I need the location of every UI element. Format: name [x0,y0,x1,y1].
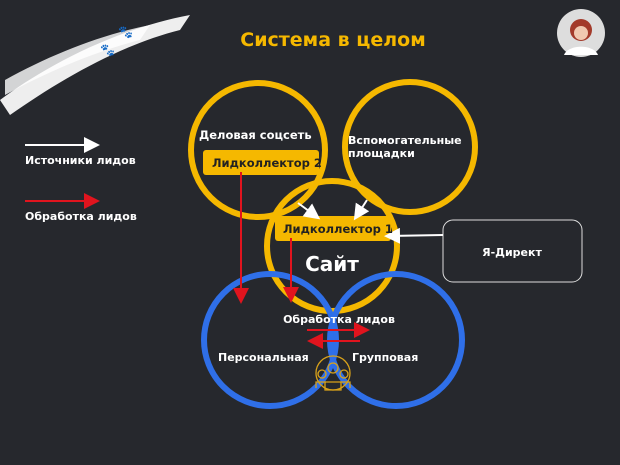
business-social-circle [188,80,328,220]
group-label: Групповая [352,351,418,364]
auxiliary-label-2: площадки [348,147,415,160]
avatar [557,9,605,57]
paw-icon: 🐾 [118,25,133,39]
legend-sources-label: Источники лидов [25,154,136,167]
site-circle [264,178,400,314]
yandex-direct-label: Я-Директ [482,246,542,259]
personal-label: Персональная [218,351,309,364]
auxiliary-circle [342,79,478,215]
site-label: Сайт [305,252,359,276]
lead-collector-1-label: Лидколлектор 1 [283,222,393,236]
auxiliary-label: Вспомогательные [348,134,462,147]
brush-decoration: 🐾 🐾 [0,15,190,115]
yandex-direct-box[interactable] [442,219,583,283]
team-icon [315,355,351,391]
lead-processing-label: Обработка лидов [283,313,395,326]
page-title: Система в целом [240,29,426,51]
lead-collector-2-label: Лидколлектор 2 [212,156,322,170]
source-arrow [353,199,370,221]
source-arrow [384,227,444,244]
business-social-label: Деловая соцсеть [199,128,312,142]
source-arrow [297,202,321,220]
lead-collector-2-box [203,150,319,175]
legend-processing-label: Обработка лидов [25,210,137,223]
lead-collector-1-box [275,216,391,241]
paw-icon: 🐾 [100,43,115,57]
